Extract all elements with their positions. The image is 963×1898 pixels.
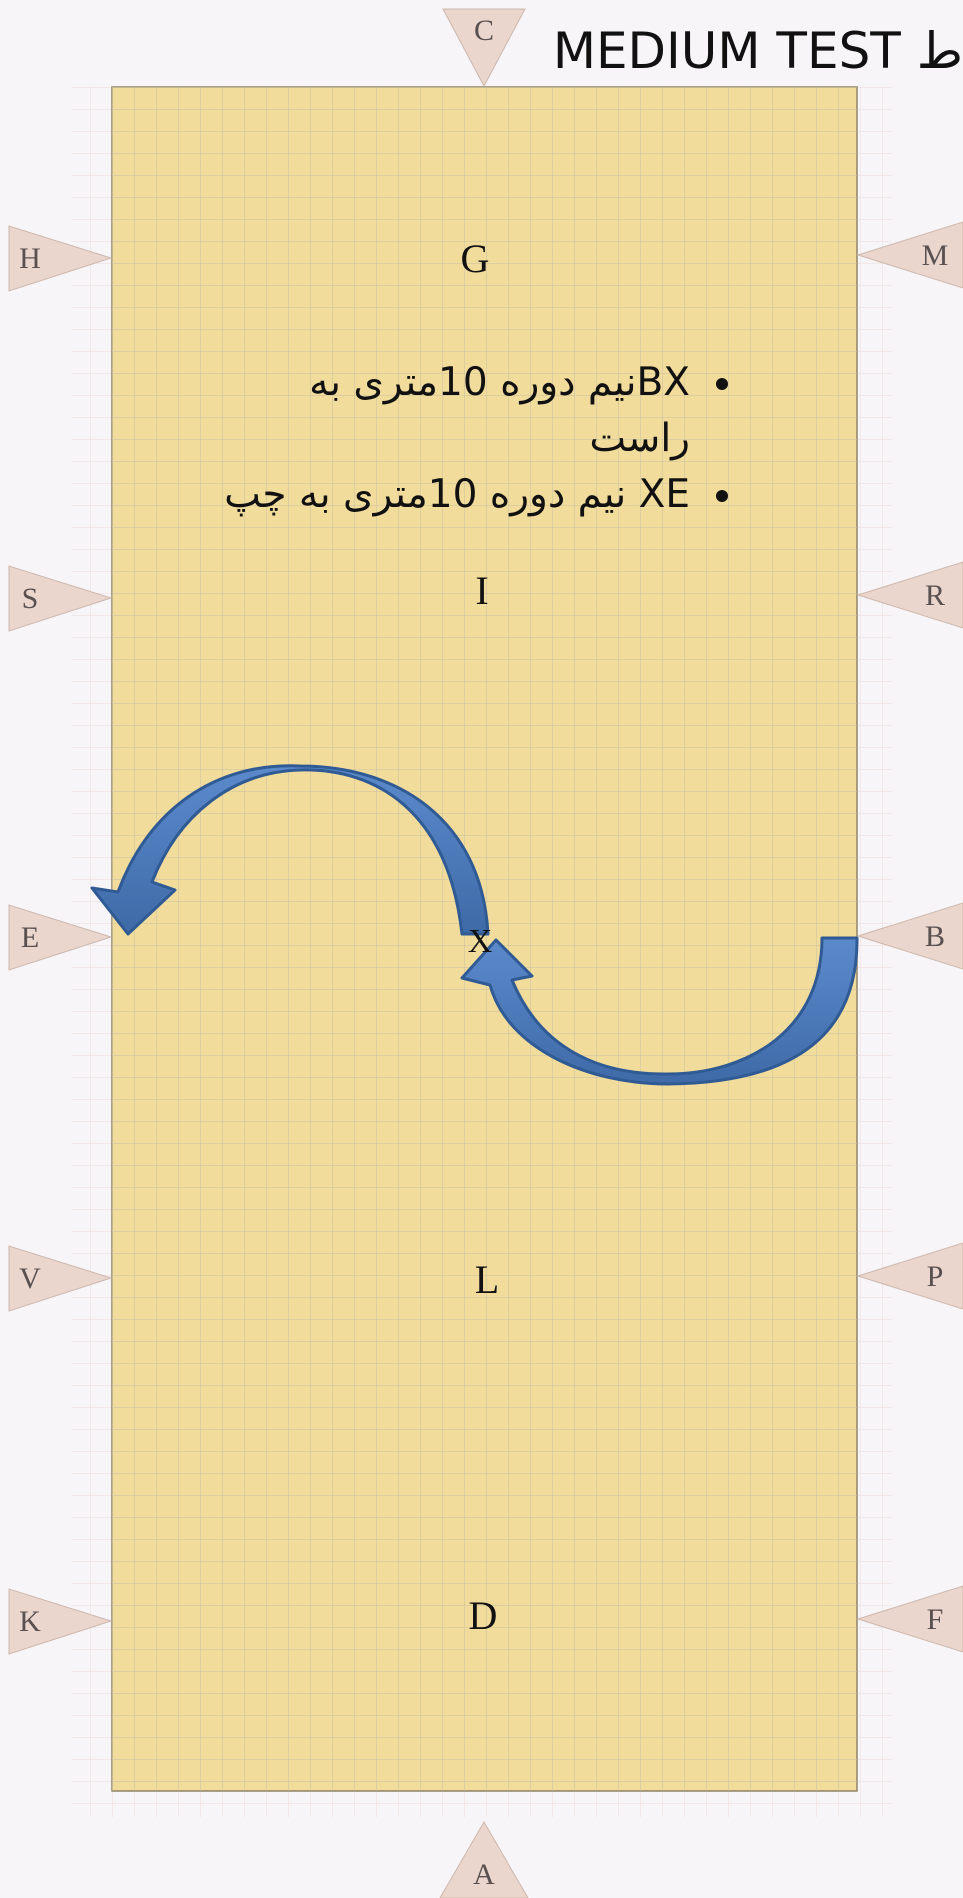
center-point-d: D [469,1593,498,1638]
center-point-l: L [475,1257,499,1302]
marker-p: P [856,1242,963,1310]
marker-b: B [856,902,963,970]
marker-a: A [439,1821,529,1898]
marker-f-label: F [927,1603,944,1636]
marker-e: E [8,904,113,971]
half-circle-arrow-x-to-e [90,764,490,936]
page-title: MEDIUM TEST ط [552,22,963,80]
marker-r-label: R [925,579,945,612]
marker-k: K [8,1588,113,1655]
marker-b-label: B [925,920,945,953]
instructions-list: BXنیم دوره 10متری به راست XE نیم دوره 10… [210,355,750,523]
instruction-item: BXنیم دوره 10متری به راست [210,355,698,467]
center-point-x: X [468,923,493,960]
marker-k-label: K [19,1605,41,1638]
instruction-item: XE نیم دوره 10متری به چپ [210,467,698,523]
arena-grid [112,87,857,1791]
marker-s: S [8,565,113,632]
marker-e-label: E [21,921,39,954]
marker-h: H [8,225,113,292]
marker-a-label: A [473,1858,495,1891]
marker-r: R [856,561,963,629]
marker-c-label: C [474,14,494,47]
marker-p-label: P [927,1260,944,1293]
center-point-g: G [461,236,490,281]
marker-v: V [8,1245,113,1312]
marker-m: M [856,221,963,289]
marker-v-label: V [19,1262,41,1295]
marker-s-label: S [22,582,39,615]
marker-m-label: M [922,239,949,272]
marker-h-label: H [19,242,41,275]
half-circle-arrow-b-to-x [460,936,859,1086]
center-point-i: I [475,568,488,613]
marker-f: F [856,1585,963,1653]
marker-c: C [442,8,526,88]
